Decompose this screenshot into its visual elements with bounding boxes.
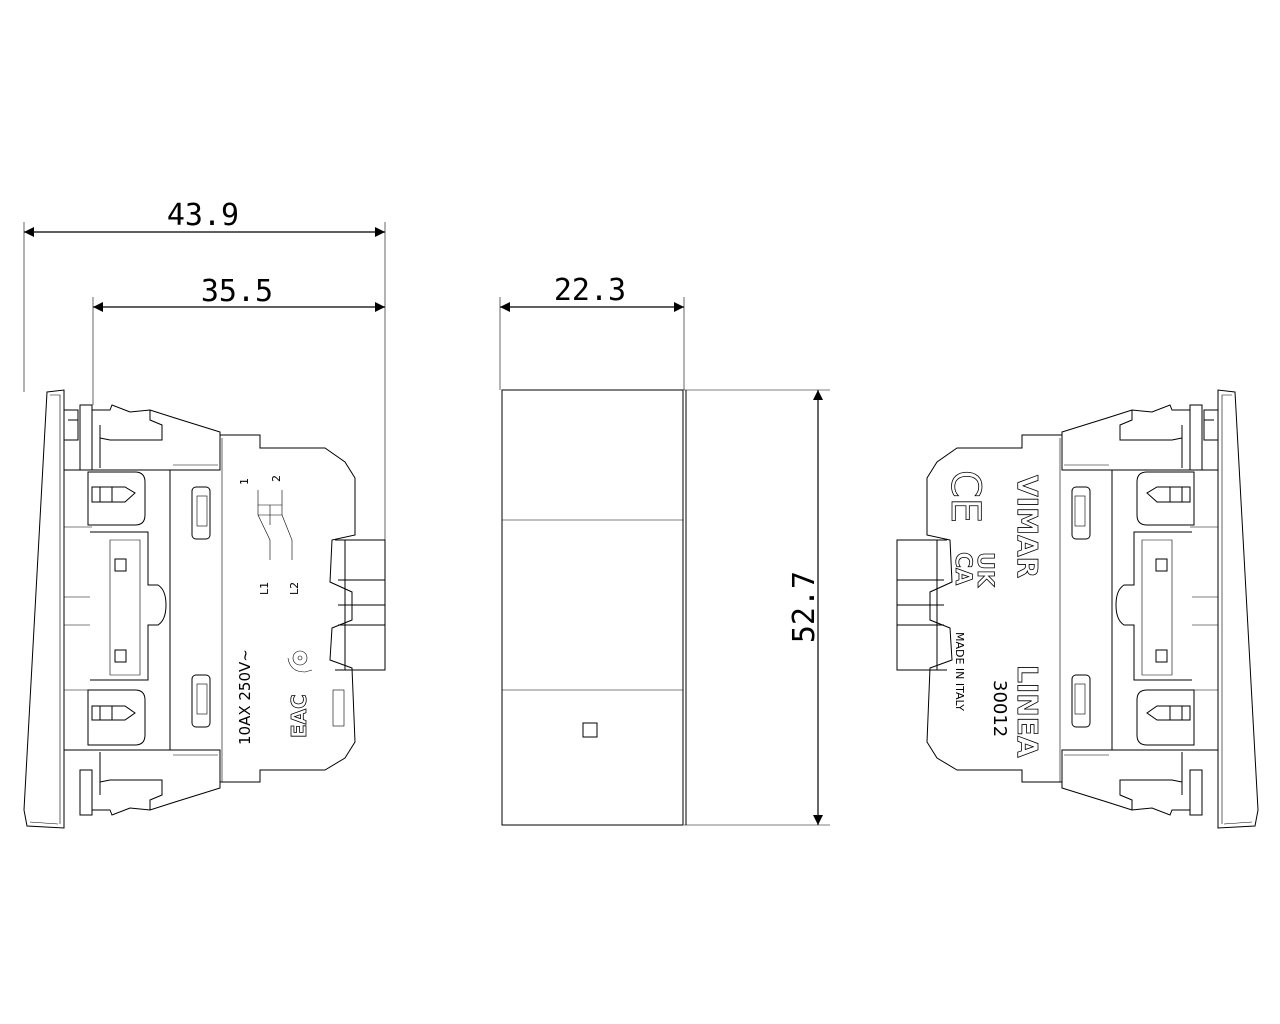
dimension-label: 43.9 bbox=[167, 198, 239, 233]
origin-label: MADE IN ITALY bbox=[953, 632, 966, 711]
terminal-2-label: 2 bbox=[270, 475, 283, 482]
dimension-overall-depth: 43.9 bbox=[23, 198, 386, 540]
left-side-view: 1 2 L1 L2 10AX 250V~ EAC bbox=[23, 389, 386, 829]
rating-label: 10AX 250V~ bbox=[236, 649, 254, 745]
line-1-label: L1 bbox=[258, 582, 271, 595]
dimension-body-depth: 35.5 bbox=[92, 274, 385, 405]
series-label: LINEA bbox=[1011, 665, 1044, 758]
ukca-mark-bottom: CA bbox=[950, 552, 975, 585]
ce-mark-icon: CE bbox=[942, 470, 988, 523]
dimension-front-width: 22.3 bbox=[499, 273, 685, 390]
dimension-label: 52.7 bbox=[787, 571, 822, 643]
product-code-label: 30012 bbox=[989, 680, 1010, 737]
ukca-mark-top: UK bbox=[972, 552, 997, 588]
terminal-1-label: 1 bbox=[238, 478, 251, 485]
dimension-label: 35.5 bbox=[201, 274, 273, 309]
dimension-label: 22.3 bbox=[554, 273, 626, 308]
brand-label: VIMAR bbox=[1011, 475, 1044, 578]
eac-mark-icon: EAC bbox=[287, 694, 311, 738]
wiring-diagram bbox=[257, 490, 293, 560]
imq-mark-icon bbox=[287, 650, 313, 673]
front-view bbox=[501, 389, 687, 826]
right-side-view: VIMAR LINEA 30012 MADE IN ITALY UK CA CE bbox=[896, 389, 1259, 829]
indicator-light bbox=[582, 722, 598, 738]
line-2-label: L2 bbox=[288, 582, 301, 595]
dimension-height: 52.7 bbox=[684, 389, 830, 826]
